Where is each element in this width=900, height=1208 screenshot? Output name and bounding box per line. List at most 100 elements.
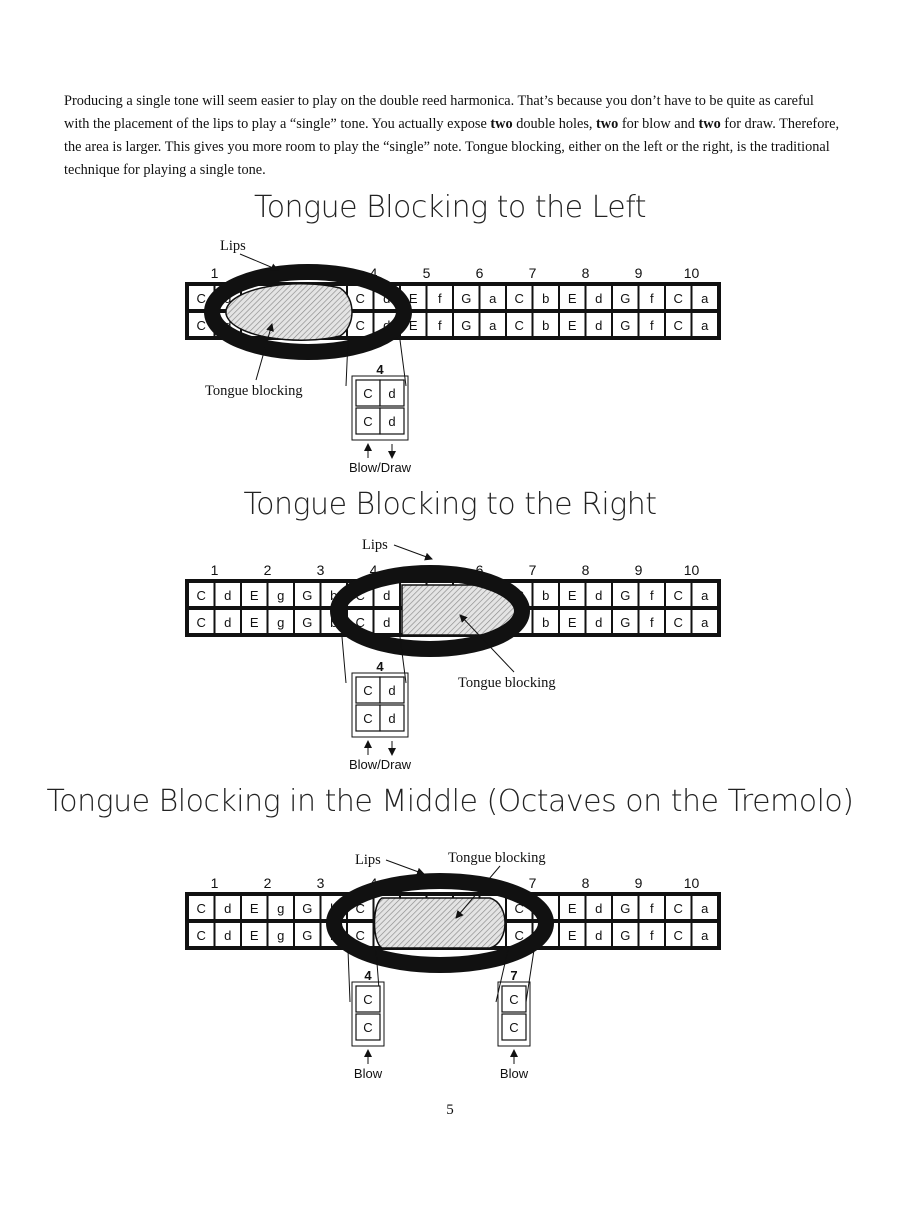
hole-note: b xyxy=(330,588,337,603)
heading-middle: Tongue Blocking in the Middle (Octaves o… xyxy=(46,784,854,819)
draw-hole xyxy=(215,923,240,946)
zoom-hole-number: 4 xyxy=(364,968,372,983)
draw-hole xyxy=(268,610,293,633)
arrow-label: Blow/Draw xyxy=(349,460,412,475)
hole-note: d xyxy=(595,318,602,333)
blow-hole xyxy=(533,286,558,309)
harmonica-comb: 12345678910CdEgGbCdEfGaCbEdGfCaCdEgGbCdE… xyxy=(185,537,721,772)
zoom-cell xyxy=(379,676,405,704)
lips-pointer xyxy=(385,859,425,876)
hole-number: 3 xyxy=(317,562,325,578)
blow-hole xyxy=(242,583,267,606)
draw-hole xyxy=(666,923,691,946)
hole-note: C xyxy=(674,291,683,306)
hole-note: d xyxy=(224,588,231,603)
draw-hole xyxy=(189,610,214,633)
blow-hole xyxy=(666,286,691,309)
hole-note: d xyxy=(383,588,390,603)
tongue-shape xyxy=(373,897,506,949)
zoom-cell xyxy=(379,407,405,435)
zoom-connector xyxy=(345,339,407,387)
draw-hole xyxy=(613,610,638,633)
tongue-shape xyxy=(225,283,353,341)
hole-note: E xyxy=(568,318,577,333)
hole-number: 8 xyxy=(582,265,590,281)
harmonica-comb: 12345678910CdEgGbCdEfGaCbEdGfCaCdEgGbCdE… xyxy=(185,238,721,475)
blow-hole xyxy=(639,583,664,606)
zoom-frame xyxy=(351,981,385,1047)
lips-label: Lips xyxy=(355,852,381,868)
hole-note: G xyxy=(620,615,630,630)
hole-note: C xyxy=(674,901,683,916)
hole-note: C xyxy=(197,901,206,916)
draw-hole xyxy=(692,610,717,633)
hole-number: 9 xyxy=(635,265,643,281)
draw-hole xyxy=(666,610,691,633)
hole-note: a xyxy=(701,588,709,603)
draw-hole xyxy=(454,313,479,336)
hole-note: d xyxy=(595,291,602,306)
hole-number: 8 xyxy=(582,562,590,578)
blow-hole xyxy=(692,286,717,309)
draw-hole xyxy=(242,923,267,946)
hole-note: a xyxy=(701,615,709,630)
blow-hole xyxy=(507,286,532,309)
hole-number: 10 xyxy=(684,562,700,578)
hole-note: d xyxy=(595,901,602,916)
hole-note: a xyxy=(701,928,709,943)
blow-hole xyxy=(613,896,638,919)
blow-hole xyxy=(215,583,240,606)
hole-number: 9 xyxy=(635,562,643,578)
hole-number: 1 xyxy=(211,875,219,891)
intro-text: for blow and xyxy=(618,116,699,132)
draw-hole xyxy=(242,610,267,633)
draw-hole xyxy=(639,923,664,946)
hole-note: b xyxy=(542,588,549,603)
draw-hole xyxy=(586,313,611,336)
draw-hole xyxy=(374,610,399,633)
hole-note: E xyxy=(250,901,259,916)
blow-hole xyxy=(692,896,717,919)
hole-note: C xyxy=(674,318,683,333)
zoom-hole-number: 4 xyxy=(376,659,384,674)
blow-hole xyxy=(268,583,293,606)
zoom-note: C xyxy=(509,1020,518,1035)
zoom-frame xyxy=(497,981,531,1047)
hole-note: E xyxy=(250,588,259,603)
hole-number: 6 xyxy=(476,265,484,281)
hole-note: f xyxy=(438,318,442,333)
blow-hole xyxy=(639,896,664,919)
zoom-hole-number: 7 xyxy=(510,968,517,983)
blow-hole xyxy=(613,583,638,606)
hole-note: C xyxy=(197,588,206,603)
hole-note: G xyxy=(302,901,312,916)
draw-hole xyxy=(560,313,585,336)
hole-note: a xyxy=(489,318,497,333)
hole-note: f xyxy=(650,901,654,916)
blow-hole xyxy=(560,286,585,309)
hole-number: 6 xyxy=(476,562,484,578)
zoom-cell xyxy=(501,1013,527,1041)
zoom-note: d xyxy=(388,414,395,429)
draw-hole xyxy=(666,313,691,336)
hole-note: f xyxy=(650,928,654,943)
hole-note: C xyxy=(197,615,206,630)
hole-note: a xyxy=(701,291,709,306)
hole-note: a xyxy=(489,291,497,306)
hole-note: C xyxy=(197,291,206,306)
hole-note: g xyxy=(277,615,284,630)
tongue-pointer xyxy=(255,323,274,381)
draw-hole xyxy=(613,313,638,336)
diagram-tongue-blocking-left: 12345678910CdEgGbCdEfGaCbEdGfCaCdEgGbCdE… xyxy=(185,238,721,475)
draw-hole xyxy=(692,923,717,946)
intro-bold: two xyxy=(698,116,721,132)
tongue-label: Tongue blocking xyxy=(458,675,556,691)
blow-hole xyxy=(560,583,585,606)
hole-number: 3 xyxy=(317,875,325,891)
hole-number: 9 xyxy=(635,875,643,891)
lips-pointer xyxy=(239,253,279,271)
intro-text: double holes, xyxy=(512,116,597,132)
draw-hole xyxy=(480,313,505,336)
hole-number: 5 xyxy=(423,265,431,281)
hole-note: C xyxy=(515,901,524,916)
